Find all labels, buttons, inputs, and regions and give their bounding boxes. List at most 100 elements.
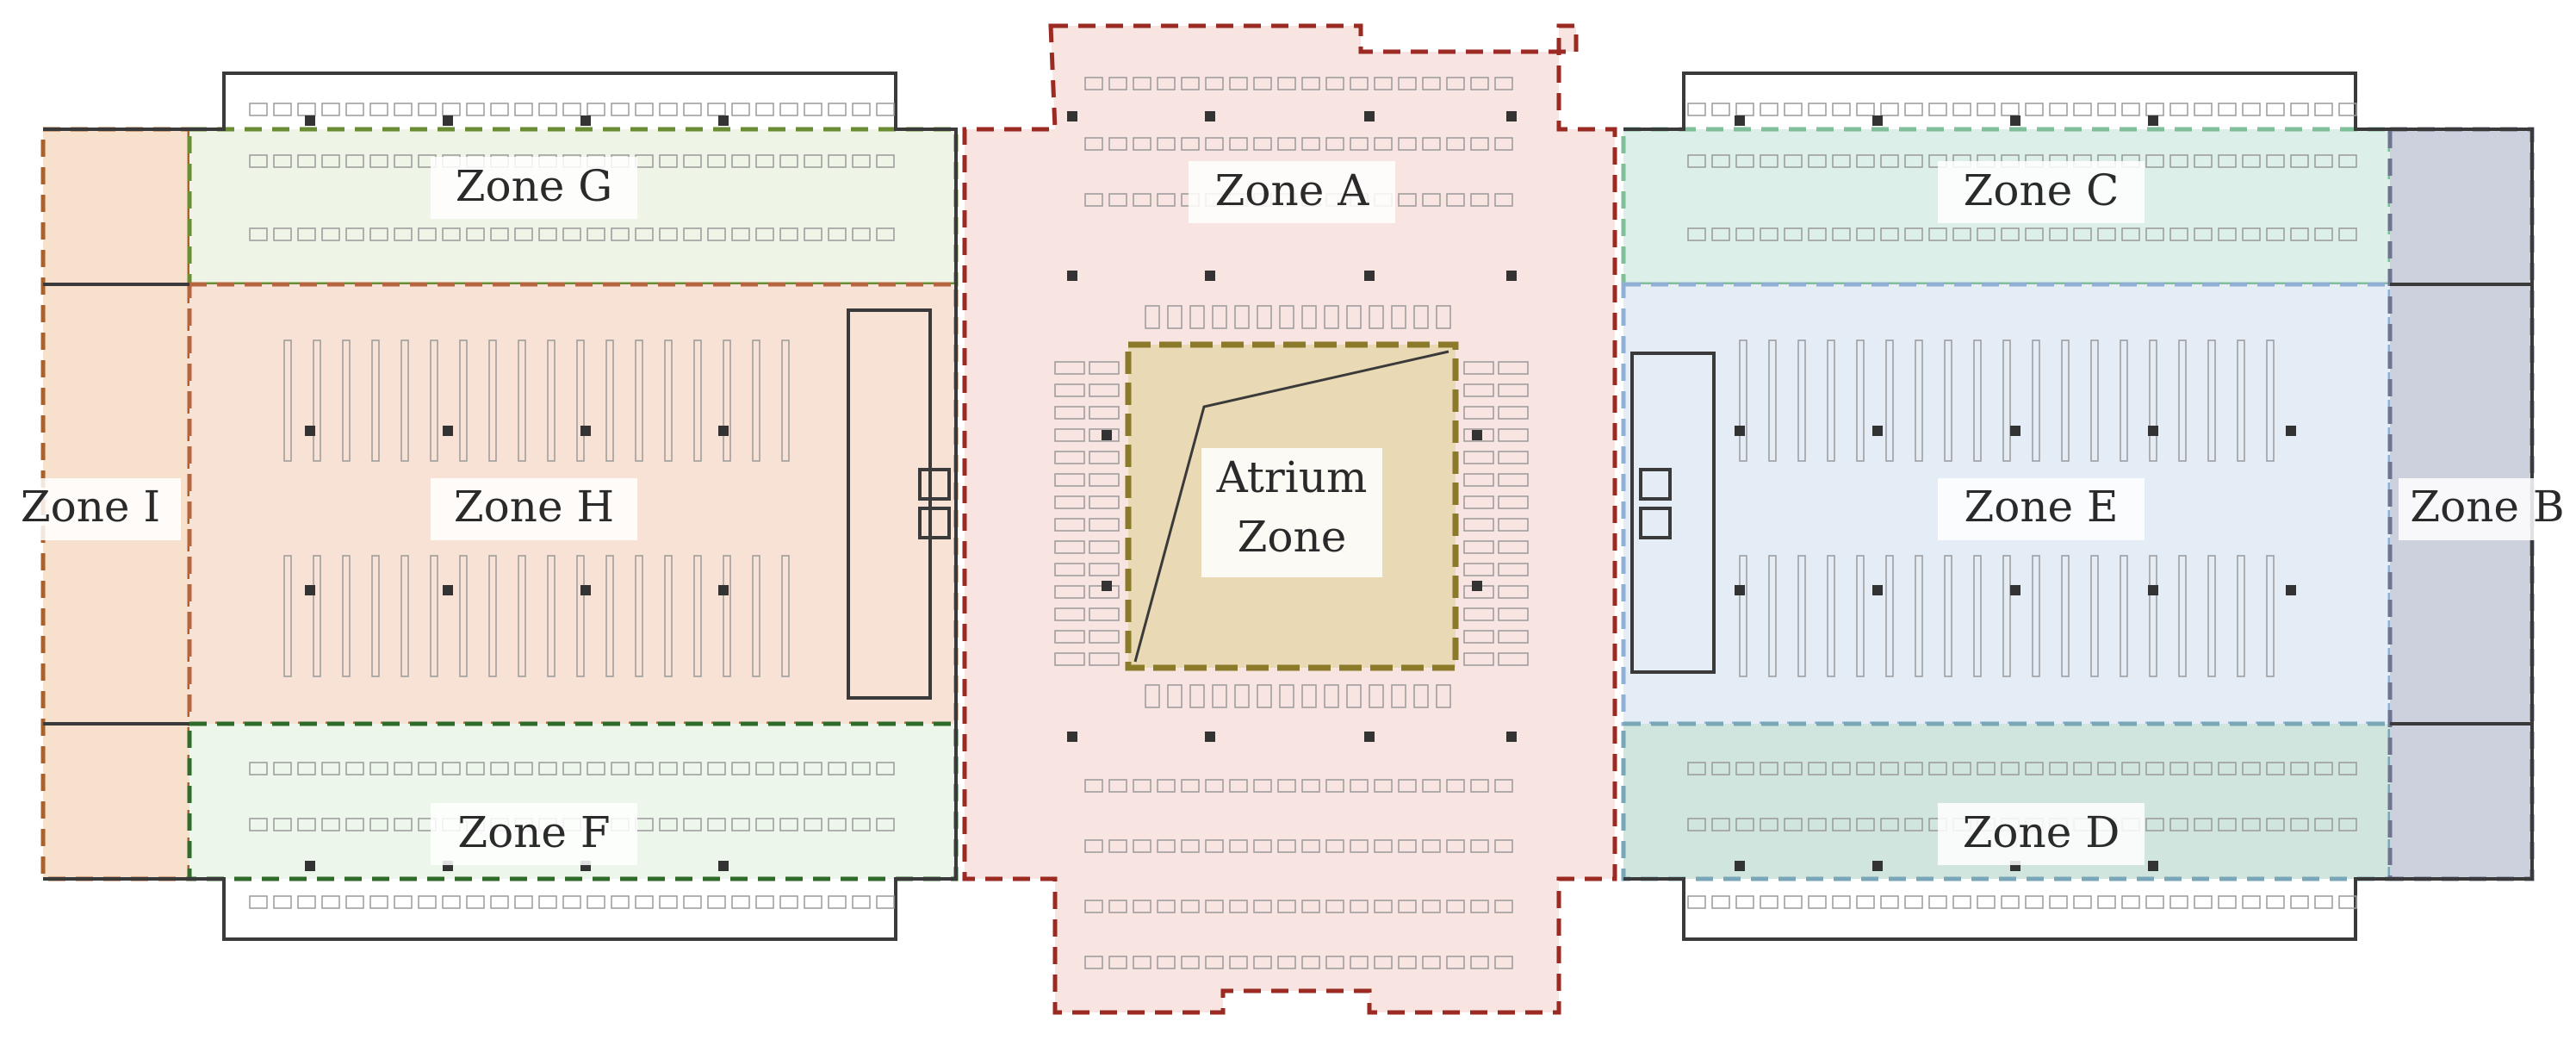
- furniture-item: [2207, 339, 2216, 462]
- furniture-item: [876, 818, 895, 831]
- furniture-item: [2266, 895, 2285, 909]
- furniture-item: [1422, 77, 1441, 90]
- furniture-item: [1054, 607, 1085, 621]
- furniture-item: [2242, 818, 2261, 831]
- furniture-item: [345, 227, 364, 241]
- furniture-item: [1856, 154, 1875, 168]
- furniture-item: [1446, 77, 1465, 90]
- furniture-item: [369, 818, 388, 831]
- zone-a-label-bg: [1189, 161, 1395, 223]
- furniture-item: [1915, 555, 1923, 677]
- furniture-item: [1885, 339, 1894, 462]
- furniture-item: [442, 762, 461, 775]
- furniture-item: [1301, 137, 1320, 151]
- furniture-item: [394, 154, 413, 168]
- zone-d-label: Zone D: [1963, 807, 2120, 857]
- furniture-item: [342, 555, 351, 677]
- furniture-item: [779, 154, 798, 168]
- furniture-item: [297, 103, 316, 116]
- structural-column: [2010, 585, 2020, 595]
- furniture-item: [1797, 555, 1806, 677]
- furniture-item: [1470, 839, 1489, 853]
- furniture-item: [2121, 103, 2140, 116]
- furniture-item: [466, 103, 485, 116]
- furniture-item: [611, 227, 630, 241]
- furniture-item: [1498, 585, 1529, 599]
- furniture-item: [490, 762, 509, 775]
- furniture-item: [297, 762, 316, 775]
- furniture-item: [779, 762, 798, 775]
- zone-i-label: Zone I: [21, 482, 160, 532]
- furniture-item: [1880, 818, 1899, 831]
- furniture-item: [1084, 193, 1103, 207]
- furniture-item: [1446, 137, 1465, 151]
- furniture-item: [1089, 383, 1120, 397]
- structural-column: [443, 585, 453, 595]
- furniture-item: [1157, 137, 1176, 151]
- furniture-item: [283, 555, 292, 677]
- furniture-item: [518, 555, 526, 677]
- furniture-item: [345, 154, 364, 168]
- furniture-item: [1301, 684, 1317, 708]
- furniture-item: [2266, 339, 2275, 462]
- furniture-item: [1253, 900, 1272, 913]
- furniture-item: [2001, 103, 2020, 116]
- furniture-item: [1687, 818, 1706, 831]
- structural-column: [1506, 271, 1517, 281]
- furniture-item: [1784, 818, 1803, 831]
- furniture-item: [1711, 154, 1730, 168]
- furniture-item: [418, 895, 437, 909]
- furniture-item: [1350, 900, 1369, 913]
- furniture-item: [1089, 428, 1120, 442]
- furniture-item: [2314, 227, 2333, 241]
- furniture-item: [1470, 137, 1489, 151]
- furniture-item: [1253, 839, 1272, 853]
- structural-column: [718, 585, 729, 595]
- furniture-item: [828, 762, 847, 775]
- furniture-item: [605, 555, 614, 677]
- furniture-item: [1084, 839, 1103, 853]
- furniture-item: [1446, 779, 1465, 793]
- furniture-item: [2338, 818, 2357, 831]
- zone-g-label: Zone G: [456, 161, 612, 211]
- furniture-item: [1234, 305, 1250, 329]
- furniture-item: [2242, 762, 2261, 775]
- furniture-item: [1369, 305, 1384, 329]
- furniture-item: [345, 103, 364, 116]
- furniture-item: [1494, 900, 1513, 913]
- furniture-item: [1494, 839, 1513, 853]
- furniture-item: [1494, 77, 1513, 90]
- furniture-item: [1167, 305, 1182, 329]
- furniture-item: [2090, 555, 2099, 677]
- furniture-item: [371, 555, 380, 677]
- furniture-item: [1494, 779, 1513, 793]
- furniture-item: [2121, 227, 2140, 241]
- furniture-item: [1494, 956, 1513, 969]
- furniture-item: [1463, 607, 1494, 621]
- furniture-item: [707, 154, 726, 168]
- furniture-item: [1928, 895, 1947, 909]
- furniture-item: [1832, 762, 1851, 775]
- furniture-item: [1374, 779, 1393, 793]
- elevator-west: [918, 507, 951, 539]
- furniture-item: [369, 895, 388, 909]
- furniture-item: [1391, 684, 1406, 708]
- furniture-item: [400, 555, 409, 677]
- furniture-item: [2121, 762, 2140, 775]
- furniture-item: [1398, 839, 1417, 853]
- furniture-item: [2314, 762, 2333, 775]
- furniture-item: [1133, 839, 1151, 853]
- furniture-item: [1494, 193, 1513, 207]
- furniture-item: [1880, 762, 1899, 775]
- furniture-item: [755, 762, 774, 775]
- furniture-item: [1346, 684, 1362, 708]
- structural-column: [1872, 861, 1883, 871]
- furniture-item: [1808, 227, 1827, 241]
- furniture-item: [1413, 305, 1429, 329]
- furniture-item: [804, 762, 822, 775]
- furniture-item: [1711, 895, 1730, 909]
- furniture-item: [538, 227, 557, 241]
- furniture-item: [1324, 305, 1339, 329]
- furniture-item: [273, 227, 292, 241]
